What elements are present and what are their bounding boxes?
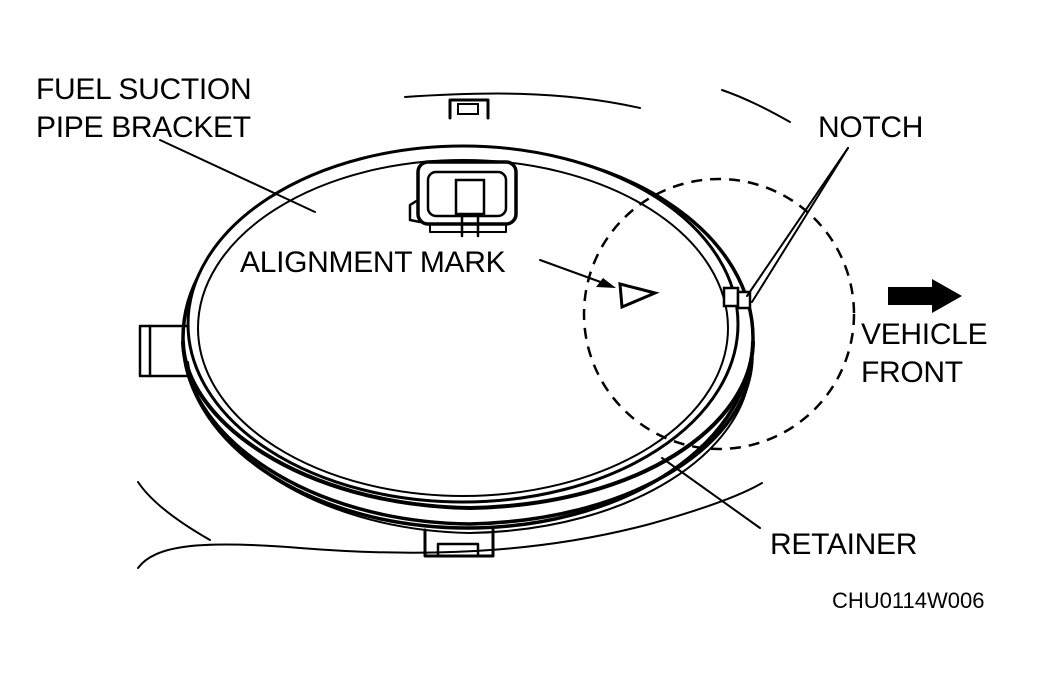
- side-bracket: [138, 324, 190, 378]
- retainer-notch: [722, 286, 752, 310]
- vehicle-front-label-line2: FRONT: [861, 356, 963, 389]
- top-tab: [448, 98, 490, 120]
- figure-code: CHU0114W006: [832, 588, 984, 613]
- fuel-suction-pipe-bracket: [186, 144, 740, 504]
- alignment-mark-label: ALIGNMENT MARK: [240, 246, 506, 279]
- bottom-tab: [423, 528, 495, 558]
- retainer-label: RETAINER: [770, 528, 917, 561]
- alignment-mark-triangle: [618, 282, 660, 310]
- leader-lines: [159, 139, 849, 529]
- tank-contour: [137, 89, 791, 569]
- bracket-inner-edge: [197, 159, 729, 497]
- fuel-suction-label-line2: PIPE BRACKET: [36, 111, 251, 144]
- connector: [408, 160, 518, 238]
- fuel-suction-label-line1: FUEL SUCTION: [36, 73, 251, 106]
- notch-label: NOTCH: [818, 111, 923, 144]
- detail-circle: [582, 177, 856, 451]
- vehicle-front-label-line1: VEHICLE: [861, 318, 987, 351]
- vehicle-front-arrow-icon: [888, 279, 962, 313]
